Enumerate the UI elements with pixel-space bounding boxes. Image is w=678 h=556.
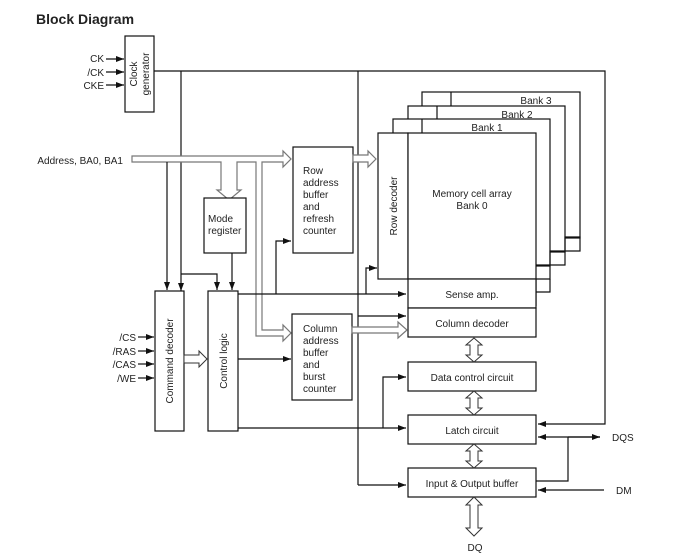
row-address-label-5: refresh [303,214,334,225]
latch-circuit [407,414,537,445]
cs-label: /CS [119,333,136,344]
dqs-label: DQS [612,433,634,444]
row-decoder-label: Row decoder [389,176,400,236]
col-to-coldecoder-bus [351,320,408,340]
column-address-label-5: burst [303,372,325,383]
io-buffer-label: Input & Output buffer [426,479,519,490]
column-address-label-6: counter [303,384,337,395]
column-address-buffer [291,313,353,401]
row-address-label-6: counter [303,226,337,237]
mode-register-label-1: Mode [208,214,233,225]
bank-3-label: Bank 3 [520,96,552,107]
dq-label: DQ [468,543,483,554]
latch-label: Latch circuit [445,426,499,437]
data-control-label: Data control circuit [431,373,514,384]
control-logic-label: Control logic [219,333,230,389]
bank-1-label: Bank 1 [471,123,503,134]
bank-2-label: Bank 2 [501,110,533,121]
sense-amp [407,278,537,309]
cmd-to-control-bus [183,349,208,369]
cas-label: /CAS [113,360,137,371]
we-label: /WE [117,374,136,385]
row-address-label-3: buffer [303,190,329,201]
ras-label: /RAS [113,347,137,358]
column-address-label-3: buffer [303,348,329,359]
command-decoder [154,290,185,432]
clock-generator [124,35,155,113]
column-address-label-1: Column [303,324,337,335]
data-control-circuit [407,361,537,392]
column-decoder-label: Column decoder [435,319,509,330]
control-logic [207,290,239,432]
memory-cell-array [407,132,537,280]
cke-label: CKE [83,81,104,92]
diagram-title: Block Diagram [36,11,135,27]
bidir-arrow-datactrl-latch [464,390,484,416]
row-address-label-4: and [303,202,320,213]
address-label: Address, BA0, BA1 [37,156,123,167]
bank-0-label: Bank 0 [456,201,488,212]
bidir-arrow-dq [464,496,484,537]
row-address-label-1: Row [303,166,324,177]
bidir-arrow-latch-io [464,443,484,469]
dm-label: DM [616,486,632,497]
column-address-label-4: and [303,360,320,371]
ck-label: CK [90,54,104,65]
row-to-rowdecoder-bus [352,149,377,169]
row-address-buffer [292,146,354,254]
address-bus [131,149,292,343]
command-decoder-label: Command decoder [165,318,176,404]
bidir-arrow-coldec-datactrl [464,337,484,363]
column-decoder [407,307,537,338]
mode-register [203,197,247,254]
row-address-label-2: address [303,178,339,189]
io-buffer [407,467,537,498]
column-address-label-2: address [303,336,339,347]
memory-array-label: Memory cell array [432,189,511,200]
mode-register-label-2: register [208,226,242,237]
ck-bar-label: /CK [87,68,104,79]
sense-amp-label: Sense amp. [445,290,498,301]
clock-generator-label-1: Clock [129,61,140,87]
clock-generator-label-2: generator [141,52,152,95]
row-decoder [377,132,409,280]
